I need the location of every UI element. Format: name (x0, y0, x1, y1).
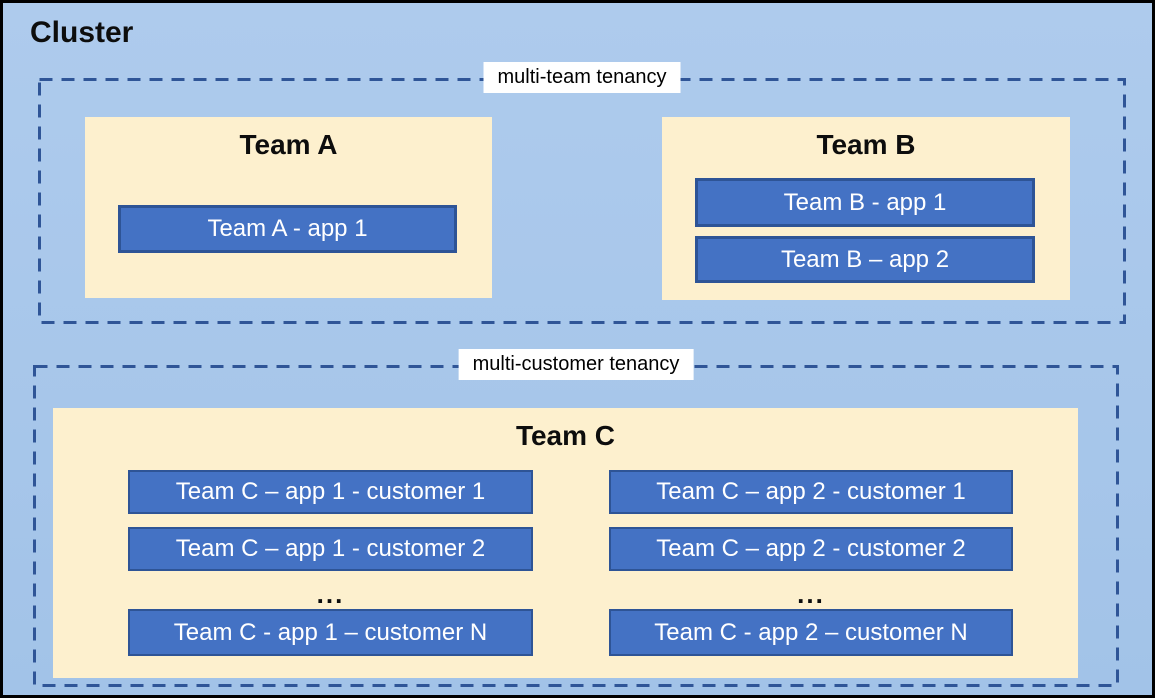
team-c-app2-column: Team C – app 2 - customer 1 Team C – app… (609, 408, 1013, 678)
team-b-title: Team B (816, 129, 916, 160)
team-c-app-2-customer-n-box: Team C - app 2 – customer N (609, 609, 1013, 656)
team-c-title: Team C (515, 420, 616, 451)
team-b-app-1-box: Team B - app 1 (695, 178, 1035, 227)
team-a-panel: Team A Team A - app 1 (85, 117, 492, 298)
team-a-app-1-box: Team A - app 1 (118, 205, 457, 253)
multi-customer-tenancy-zone: multi-customer tenancy Team C Team C – a… (33, 349, 1119, 687)
team-c-app-1-customer-1-box: Team C – app 1 - customer 1 (128, 470, 533, 514)
team-c-app1-column: Team C – app 1 - customer 1 Team C – app… (128, 408, 533, 678)
team-c-app-1-customer-n-box: Team C - app 1 – customer N (128, 609, 533, 656)
team-c-app-1-customer-2-box: Team C – app 1 - customer 2 (128, 527, 533, 571)
team-c-panel: Team C Team C – app 1 - customer 1 Team … (53, 408, 1078, 678)
team-b-panel: Team B Team B - app 1 Team B – app 2 (662, 117, 1070, 300)
multi-customer-tenancy-label: multi-customer tenancy (458, 349, 694, 380)
multi-team-tenancy-label: multi-team tenancy (483, 62, 681, 93)
team-c-app2-ellipsis: ... (797, 579, 825, 609)
multi-team-tenancy-zone: multi-team tenancy Team A Team A - app 1… (38, 62, 1126, 324)
cluster-title: Cluster (30, 16, 134, 49)
team-b-app-2-box: Team B – app 2 (695, 236, 1035, 283)
team-a-title: Team A (239, 129, 338, 160)
team-c-app-2-customer-2-box: Team C – app 2 - customer 2 (609, 527, 1013, 571)
team-c-app-2-customer-1-box: Team C – app 2 - customer 1 (609, 470, 1013, 514)
team-c-app1-ellipsis: ... (316, 579, 345, 609)
